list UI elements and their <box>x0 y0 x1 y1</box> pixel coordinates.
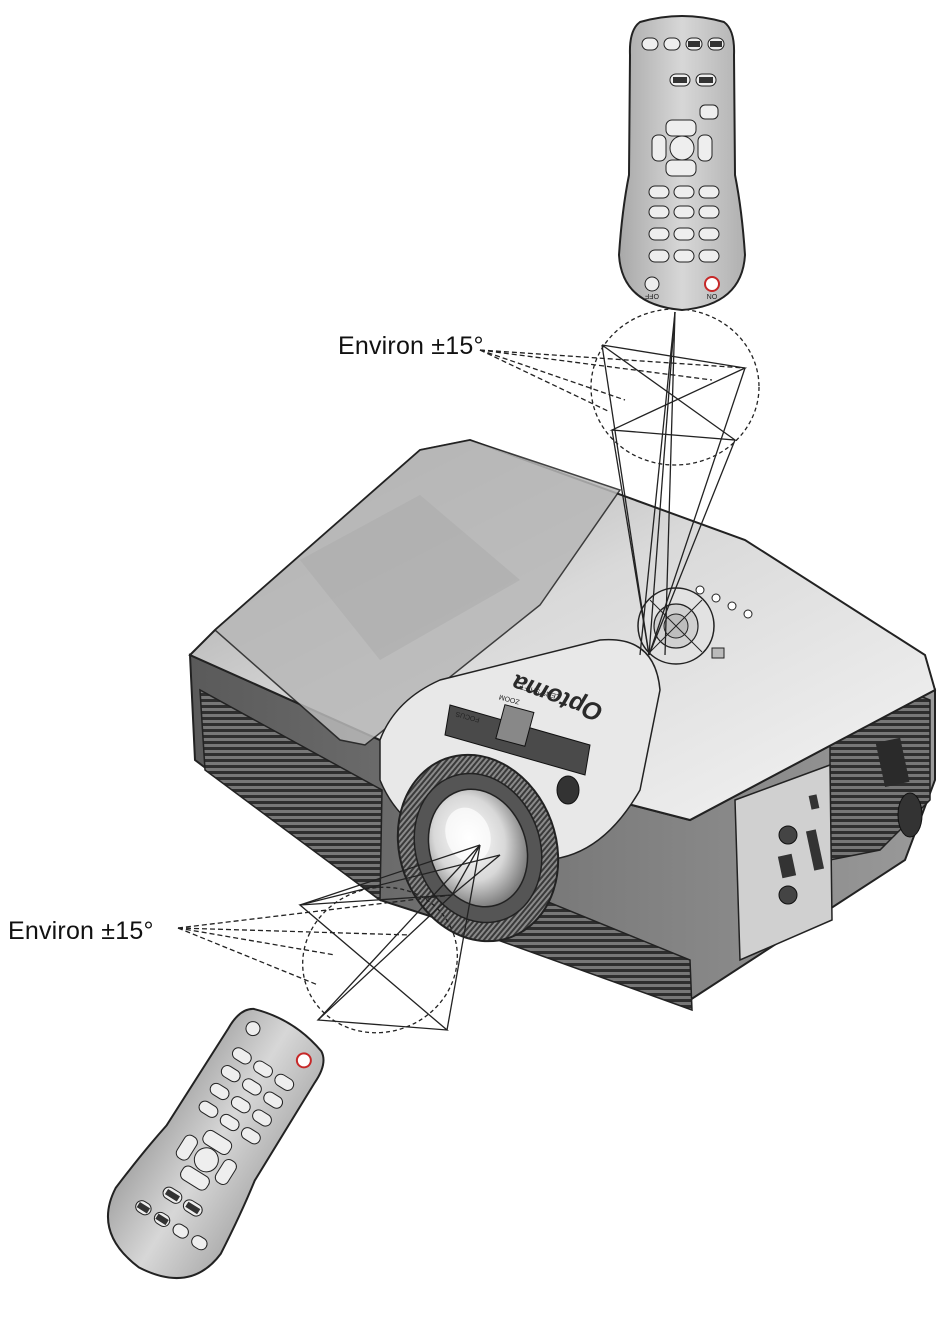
top-remote-power-icon <box>704 276 720 292</box>
bottom-angle-annotation: Environ ±15° <box>8 917 154 945</box>
bottom-remote-power-icon <box>295 1052 312 1069</box>
bottom-remote-control <box>107 1007 325 1280</box>
bottom-ir-range-diagram <box>177 844 501 1034</box>
projector-illustration: Optoma ZOOM FOCUS LENS SHIFT <box>188 438 937 1012</box>
front-ir-receiver <box>556 775 580 805</box>
top-remote-off-label: OFF <box>645 292 659 299</box>
top-angle-annotation: Environ ±15° <box>338 332 484 360</box>
top-remote-control: ON OFF <box>617 15 747 312</box>
top-ir-range-diagram <box>479 308 760 656</box>
top-remote-on-label: ON <box>707 292 718 299</box>
